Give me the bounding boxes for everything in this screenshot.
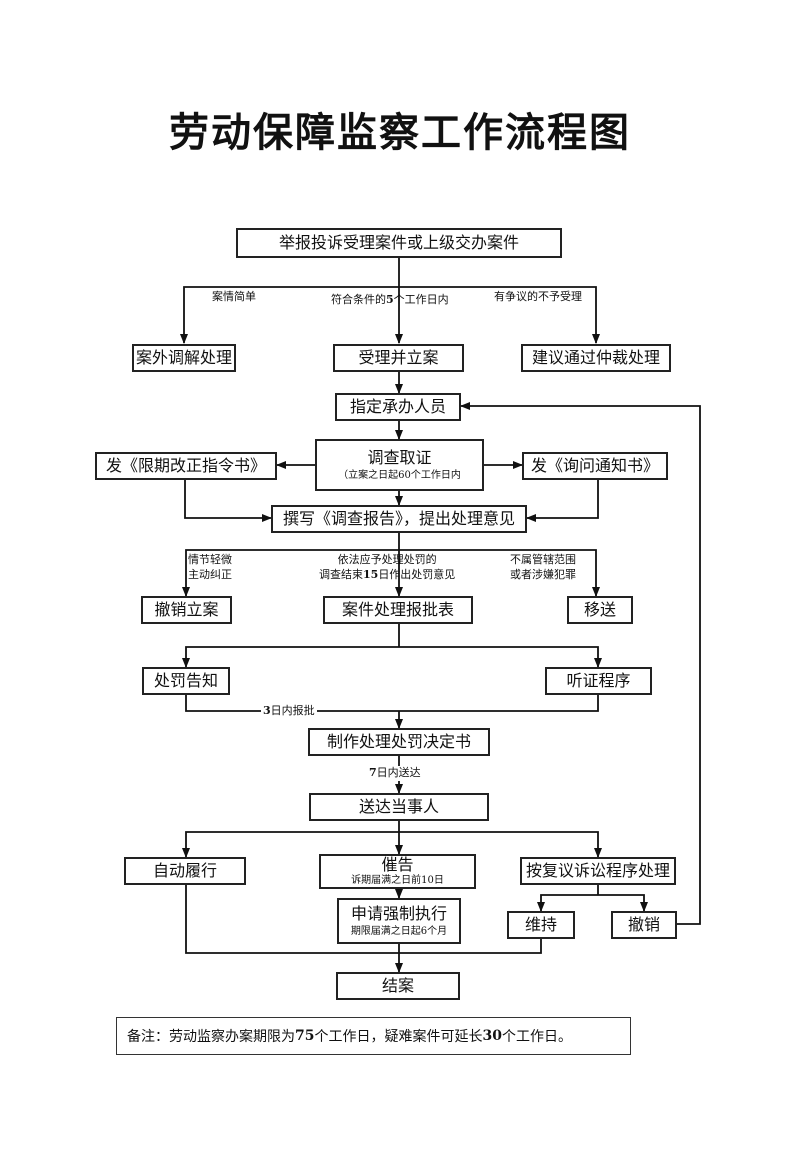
node-auto-perform: 自动履行	[124, 857, 246, 885]
note-days2: 30	[482, 1028, 502, 1044]
connector-to-transfer	[399, 549, 600, 597]
connector-penalty-merge	[185, 695, 399, 712]
connector-to-revoke-case	[182, 549, 399, 597]
node-enforce: 申请强制执行 期限届满之日起6个月	[337, 898, 461, 944]
node-investigate-sub: （立案之日起60个工作日内	[338, 469, 461, 481]
label-outside-1: 不属管辖范围	[510, 553, 576, 566]
node-arbitration: 建议通过仲裁处理	[521, 344, 671, 372]
label-outside-2: 或者涉嫌犯罪	[510, 567, 576, 581]
label-penalty-2: 调查结束15日作出处罚意见	[319, 568, 455, 583]
node-close: 结案	[336, 972, 460, 1000]
connector-to-hearing	[399, 646, 602, 668]
node-mediation: 案外调解处理	[132, 344, 236, 372]
node-report-write: 撰写《调查报告》，提出处理意见	[271, 505, 527, 533]
label-three-days: 3日内报批	[261, 704, 317, 719]
label-eligible-prefix: 符合条件的	[331, 293, 386, 306]
label-simple-case: 案情简单	[212, 290, 256, 303]
connector-to-arbitration	[399, 286, 600, 344]
node-revoke-case: 撤销立案	[141, 596, 232, 624]
node-transfer: 移送	[567, 596, 633, 624]
connector-rectify-report	[184, 479, 272, 522]
label-penalty-1: 依法应予处理处罚的	[337, 553, 437, 566]
node-urge-sub: 诉期届满之日前10日	[351, 875, 444, 887]
label-penalty: 依法应予处理处罚的 调查结束15日作出处罚意见	[319, 553, 455, 583]
label-outside: 不属管辖范围 或者涉嫌犯罪	[510, 553, 576, 583]
connector-inquiry-report	[526, 479, 599, 522]
label-minor: 情节轻微 主动纠正	[188, 553, 232, 583]
connector-maintain-close	[399, 938, 542, 954]
label-minor-2: 主动纠正	[188, 567, 232, 581]
node-enforce-sub: 期限届满之日起6个月	[350, 925, 448, 937]
node-inquiry: 发《询问通知书》	[522, 452, 668, 480]
label-penalty-2-prefix: 调查结束	[319, 567, 363, 581]
node-penalty-notice: 处罚告知	[142, 667, 230, 695]
connector-to-auto	[182, 831, 399, 858]
node-review: 按复议诉讼程序处理	[520, 857, 676, 885]
node-investigate: 调查取证 （立案之日起60个工作日内	[315, 439, 484, 491]
node-approval: 案件处理报批表	[323, 596, 473, 624]
connector-to-mediation	[180, 286, 399, 344]
label-seven-days-num: 7	[369, 766, 377, 779]
label-penalty-2-suffix: 日作出处罚意见	[378, 567, 456, 581]
node-investigate-label: 调查取证	[367, 447, 432, 467]
node-report: 举报投诉受理案件或上级交办案件	[236, 228, 562, 258]
connector-to-penalty-notice	[182, 646, 399, 668]
label-three-days-suffix: 日内报批	[270, 704, 315, 717]
node-enforce-label: 申请强制执行	[350, 903, 447, 923]
node-deliver: 送达当事人	[309, 793, 489, 821]
label-minor-1: 情节轻微	[188, 553, 232, 566]
node-assign: 指定承办人员	[335, 393, 461, 421]
note-suffix: 个工作日。	[501, 1029, 572, 1045]
label-penalty-2-num: 15	[363, 567, 379, 581]
label-eligible-suffix: 个工作日内	[393, 293, 449, 306]
note-middle: 个工作日，疑难案件可延长	[314, 1029, 483, 1045]
connector-hearing-merge	[399, 695, 599, 712]
node-urge-label: 催告	[381, 855, 414, 875]
label-three-days-num: 3	[263, 704, 271, 717]
connector-to-maintain	[537, 894, 598, 912]
node-hearing: 听证程序	[545, 667, 652, 695]
note-days1: 75	[295, 1028, 315, 1044]
connector-auto-close	[185, 885, 399, 954]
connector-revoke-feedback	[460, 402, 701, 925]
page-title: 劳动保障监察工作流程图	[169, 109, 631, 156]
node-rectify: 发《限期改正指令书》	[95, 452, 277, 480]
label-eligible: 符合条件的5个工作日内	[331, 293, 449, 308]
node-accept: 受理并立案	[333, 344, 464, 372]
connector-to-revoke	[598, 894, 648, 912]
node-urge: 催告 诉期届满之日前10日	[319, 854, 476, 889]
label-disputed: 有争议的不予受理	[494, 290, 582, 303]
node-maintain: 维持	[507, 911, 575, 939]
label-seven-days: 7日内送达	[367, 766, 423, 781]
connector-to-review	[399, 831, 602, 858]
label-seven-days-suffix: 日内送达	[376, 766, 421, 779]
node-revoke: 撤销	[611, 911, 677, 939]
label-eligible-num: 5	[386, 293, 394, 306]
note-prefix: 备注：劳动监察办案期限为	[127, 1029, 295, 1045]
node-decision: 制作处理处罚决定书	[308, 728, 490, 756]
